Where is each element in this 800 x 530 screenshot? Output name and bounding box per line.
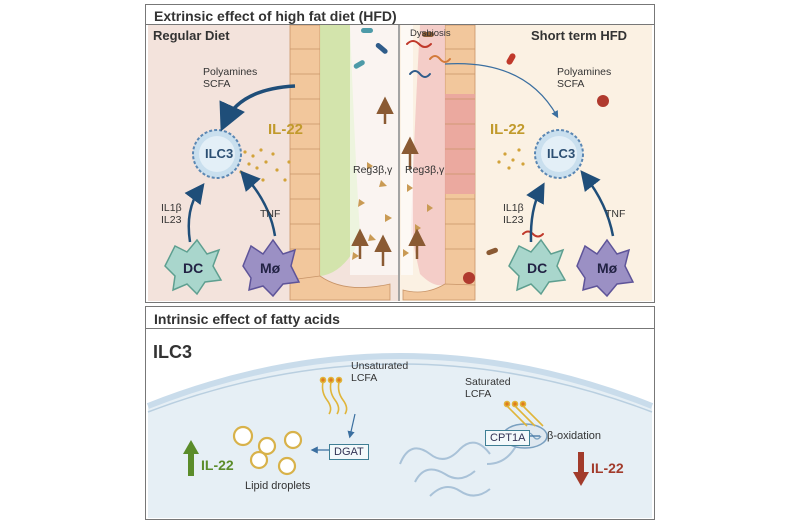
right-scfa-label: SCFA (557, 78, 585, 90)
right-dc-cell (508, 238, 567, 296)
beta-oxidation-label: β-oxidation (547, 430, 602, 442)
left-macrophage-label: Mø (260, 260, 281, 276)
saturated-lcfa (503, 400, 544, 427)
left-scfa-label: SCFA (203, 78, 231, 90)
right-dc-label: DC (527, 260, 548, 276)
right-ilc3-cell (534, 129, 584, 179)
lcfa-to-dgat-arrow (347, 413, 356, 439)
left-reg3-label: Reg3β,γ (353, 164, 393, 176)
secretion-arrows (351, 96, 426, 266)
right-macrophage-label: Mø (597, 260, 618, 276)
dgat-label: DGAT (329, 444, 369, 460)
left-ilc3-label: ILC3 (205, 146, 234, 161)
saturated-lcfa-label: LCFA (465, 388, 492, 400)
left-polyamines-label: Polyamines (203, 66, 258, 78)
right-il23-label: IL23 (503, 214, 524, 226)
left-dc-label: DC (183, 260, 204, 276)
il22-up-label: IL-22 (201, 457, 234, 473)
left-metabolite-arrow (219, 84, 296, 132)
unsaturated-lcfa-label: LCFA (351, 372, 378, 384)
left-il1b-label: IL1β (161, 202, 182, 214)
right-macrophage-cell (576, 238, 635, 298)
top-panel-title: Extrinsic effect of high fat diet (HFD) (145, 4, 655, 25)
left-dc-arrow (184, 182, 205, 243)
right-il1b-label: IL1β (503, 202, 524, 214)
left-lumen (350, 25, 398, 275)
right-ilc3-label: ILC3 (547, 146, 576, 161)
left-il22-label: IL-22 (268, 121, 304, 138)
right-tnf-label: TNF (605, 208, 626, 220)
cpt1a-label: CPT1A (485, 430, 531, 446)
cell-membrane (146, 353, 654, 518)
il22-up-arrow (183, 440, 199, 476)
regular-diet-heading: Regular Diet (153, 28, 230, 43)
right-villus (402, 24, 476, 301)
lipid-droplets-label: Lipid droplets (245, 480, 311, 492)
unsaturated-lcfa (319, 376, 348, 415)
il22-down-arrow (573, 452, 589, 486)
left-macrophage-cell (242, 238, 301, 298)
bottom-ilc3-label: ILC3 (153, 342, 193, 362)
right-mac-arrow (580, 170, 615, 237)
saturated-label: Saturated (465, 376, 511, 388)
left-tnf-label: TNF (260, 208, 281, 220)
left-mac-arrow (240, 170, 277, 237)
right-il22-label: IL-22 (490, 121, 526, 138)
dysbiosis-label: Dysbiosis (410, 28, 451, 39)
unsaturated-label: Unsaturated (351, 360, 409, 372)
right-reg3-label: Reg3β,γ (405, 164, 445, 176)
figure: Extrinsic effect of high fat diet (HFD) … (145, 4, 655, 520)
left-il23-label: IL23 (161, 214, 182, 226)
right-dc-arrow (526, 182, 545, 243)
bottom-panel-title: Intrinsic effect of fatty acids (145, 306, 655, 329)
right-il22-dots (497, 148, 525, 170)
right-polyamines-label: Polyamines (557, 66, 612, 78)
short-term-hfd-heading: Short term HFD (531, 28, 628, 43)
left-dc-cell (164, 238, 223, 296)
right-metabolite-arrow (444, 62, 559, 119)
il22-down-label: IL-22 (591, 460, 624, 476)
figure-graphics (145, 4, 655, 520)
bacteria (353, 28, 609, 284)
left-ilc3-cell (192, 129, 242, 179)
lipid-droplets (232, 425, 303, 476)
